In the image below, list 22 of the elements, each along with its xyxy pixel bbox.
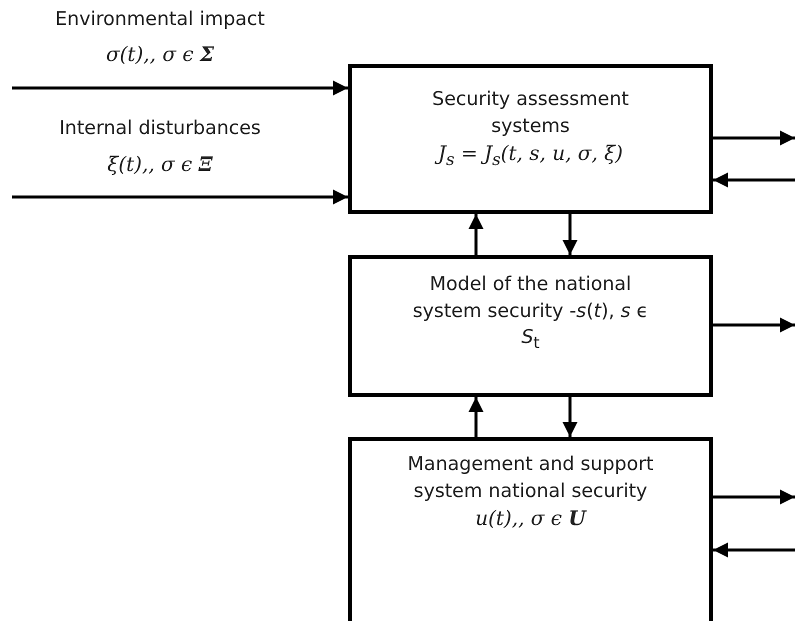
arrow xyxy=(713,318,795,332)
process-box xyxy=(348,437,713,621)
arrow xyxy=(12,80,348,96)
edge-label: Internal disturbances xyxy=(59,116,261,141)
arrow xyxy=(713,542,795,558)
arrow xyxy=(562,397,578,437)
arrow xyxy=(562,214,578,255)
edge-label: Environmental impact xyxy=(55,7,265,32)
box-title: Security assessment systems xyxy=(431,87,630,139)
box-title: Model of the national system security -s(t), s ϵ S$_{t}$ xyxy=(412,272,650,354)
arrow xyxy=(713,130,795,146)
process-box xyxy=(348,255,713,397)
arrow xyxy=(12,190,348,204)
formula: ξ(t),, σ ϵ Ξ xyxy=(107,151,213,178)
arrow xyxy=(468,214,484,255)
arrow xyxy=(713,172,795,188)
arrow xyxy=(713,490,795,504)
process-box xyxy=(348,64,713,214)
arrow xyxy=(468,397,484,437)
formula: u(t),, σ ϵ U xyxy=(475,505,586,532)
formula: σ(t),, σ ϵ Σ xyxy=(106,41,214,68)
box-title: Management and support system national security xyxy=(406,452,654,504)
